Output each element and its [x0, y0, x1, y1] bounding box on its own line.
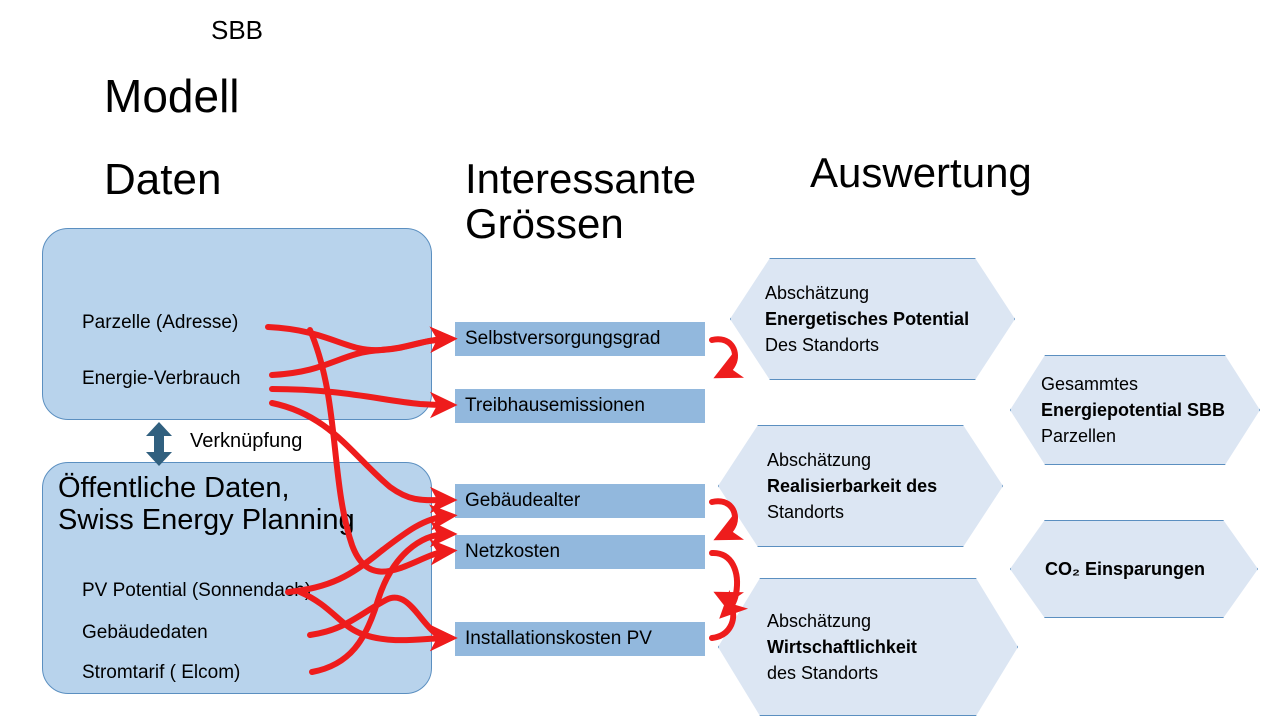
metric-label: Gebäudealter — [465, 490, 581, 511]
evaluation-hex-energetisches-potential[interactable]: Abschätzung Energetisches Potential Des … — [730, 258, 1015, 380]
evaluation-line: Wirtschaftlichkeit — [767, 636, 917, 657]
evaluation-hex-realisierbarkeit[interactable]: Abschätzung Realisierbarkeit des Standor… — [718, 425, 1003, 547]
evaluation-line: Energetisches Potential — [765, 308, 970, 329]
data-item-pv-potential: PV Potential (Sonnendach) — [82, 580, 312, 601]
evaluation-line: Abschätzung — [765, 282, 870, 303]
data-item-gebaeudedaten: Gebäudedaten — [82, 622, 208, 643]
metric-label: Selbstversorgungsgrad — [465, 328, 661, 349]
double-arrow-vertical-icon — [146, 422, 172, 466]
evaluation-hex-gesammtes-energiepotential-sbb[interactable]: Gesammtes Energiepotential SBB Parzellen — [1010, 355, 1260, 465]
data-source-title-public: Öffentliche Daten, Swiss Energy Planning — [58, 472, 355, 537]
column-heading-auswertung: Auswertung — [810, 149, 1032, 196]
link-label: Verknüpfung — [190, 430, 303, 452]
metric-box-installationskosten-pv[interactable]: Installationskosten PV — [455, 622, 705, 656]
data-item-parzelle: Parzelle (Adresse) — [82, 312, 239, 333]
evaluation-line: Des Standorts — [765, 335, 880, 356]
page-title: Modell — [104, 70, 240, 122]
evaluation-hex-co2-einsparungen[interactable]: CO₂ Einsparungen — [1010, 520, 1258, 618]
data-source-title-sbb: SBB — [210, 15, 264, 45]
evaluation-line: des Standorts — [767, 663, 879, 684]
metric-box-netzkosten[interactable]: Netzkosten — [455, 535, 705, 569]
data-item-energie-verbrauch: Energie-Verbrauch — [82, 368, 241, 389]
evaluation-line: CO₂ Einsparungen — [1045, 558, 1206, 579]
metric-label: Treibhausemissionen — [465, 395, 645, 416]
evaluation-line: Parzellen — [1041, 426, 1117, 447]
data-item-stromtarif: Stromtarif ( Elcom) — [82, 662, 241, 683]
evaluation-line: Abschätzung — [767, 449, 872, 470]
column-heading-daten: Daten — [104, 155, 222, 204]
evaluation-line: Abschätzung — [767, 610, 872, 631]
evaluation-line: Standorts — [767, 502, 845, 523]
metric-box-treibhausemissionen[interactable]: Treibhausemissionen — [455, 389, 705, 423]
column-heading-interessante-groessen: Interessante Grössen — [465, 155, 697, 248]
metric-label: Installationskosten PV — [465, 628, 652, 649]
evaluation-line: Realisierbarkeit des — [767, 475, 938, 496]
evaluation-hex-wirtschaftlichkeit[interactable]: Abschätzung Wirtschaftlichkeit des Stand… — [718, 578, 1018, 716]
metric-box-gebaeudealter[interactable]: Gebäudealter — [455, 484, 705, 518]
metric-label: Netzkosten — [465, 541, 561, 562]
metric-box-selbstversorgungsgrad[interactable]: Selbstversorgungsgrad — [455, 322, 705, 356]
evaluation-line: Energiepotential SBB — [1041, 399, 1226, 420]
evaluation-line: Gesammtes — [1041, 373, 1139, 394]
